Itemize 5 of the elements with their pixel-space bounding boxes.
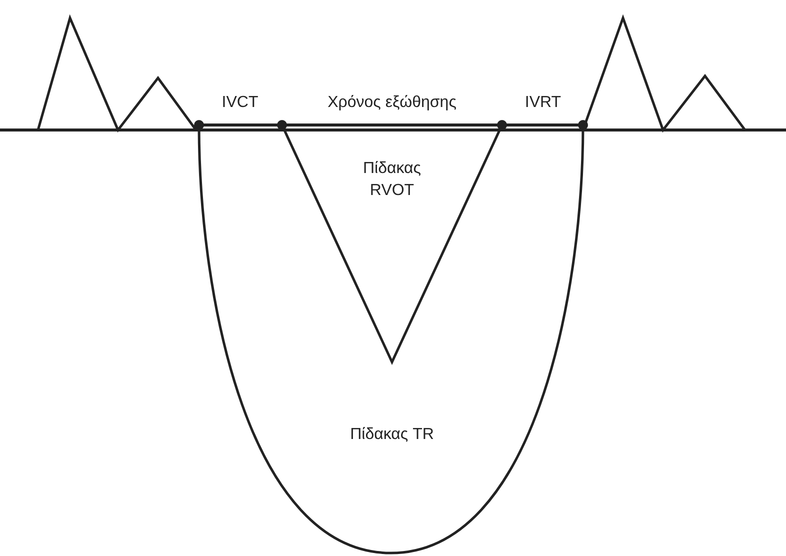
waveform-label: Πίδακας RVOT (362, 159, 422, 201)
interval-label: Χρόνος εξώθησης (328, 93, 456, 113)
interval-label: IVRT (524, 93, 562, 113)
waveform-label: Πίδακας TR (350, 425, 434, 445)
interval-label: IVCT (222, 93, 258, 113)
